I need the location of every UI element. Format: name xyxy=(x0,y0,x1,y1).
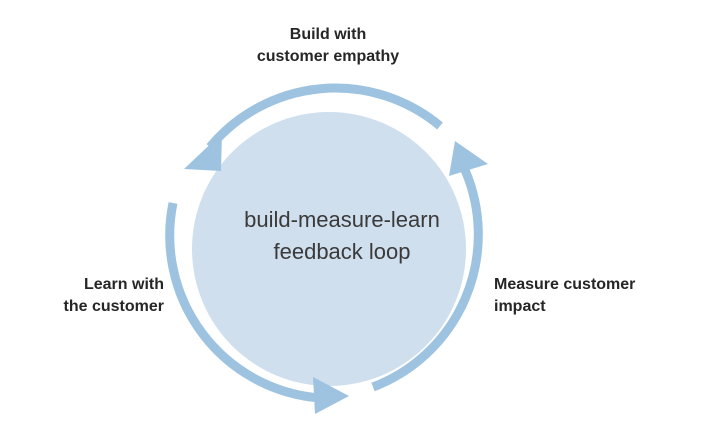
measure-arrowhead-icon xyxy=(449,141,488,176)
build-arrow-arc xyxy=(206,83,443,150)
measure-arrow-arc xyxy=(371,168,483,392)
measure-label-line1: Measure customer xyxy=(494,276,636,293)
build-label: Build with customer empathy xyxy=(243,24,413,68)
learn-arrowhead-icon xyxy=(313,377,349,414)
build-arrowhead-icon xyxy=(184,133,222,171)
learn-arrow-arc xyxy=(165,202,321,403)
measure-label: Measure customer impact xyxy=(494,274,635,318)
center-text-line2: feedback loop xyxy=(273,239,411,264)
learn-label: Learn with the customer xyxy=(30,274,164,318)
build-label-line1: Build with xyxy=(289,26,367,43)
measure-label-line2: impact xyxy=(494,298,546,315)
center-text-line1: build-measure-learn xyxy=(244,207,440,232)
build-label-line2: customer empathy xyxy=(256,48,400,65)
center-circle xyxy=(192,112,466,386)
learn-label-line2: the customer xyxy=(63,298,164,315)
learn-label-line1: Learn with xyxy=(83,276,164,293)
